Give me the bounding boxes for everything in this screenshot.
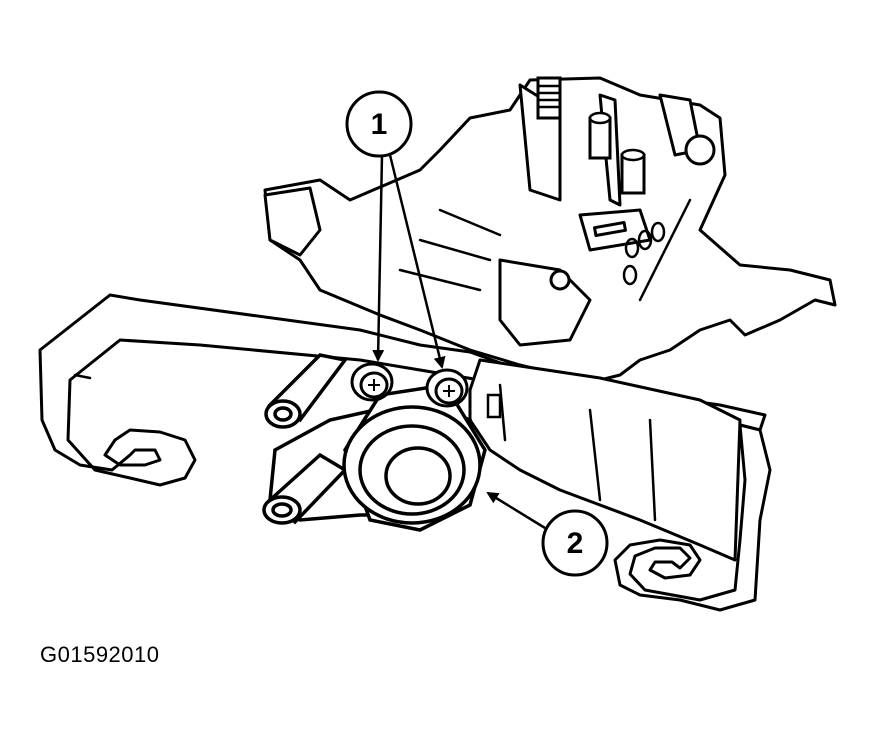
callout-2-label: 2 [567,527,584,560]
callout-1-label: 1 [371,108,388,141]
callout-1-circle [345,90,413,158]
leader-arrow-2 [486,491,546,530]
leader-arrow-right [388,154,446,369]
callout-2: 2 [486,491,609,577]
fan-switch-assembly [262,353,487,532]
callout-1: 1 [345,90,446,369]
leader-arrow-left [372,154,385,362]
bracket-housing [38,76,837,612]
figure-id-label: G01592010 [40,642,160,667]
bracket-details [73,76,692,522]
callout-2-circle [541,509,609,577]
mounting-screws [350,362,469,408]
